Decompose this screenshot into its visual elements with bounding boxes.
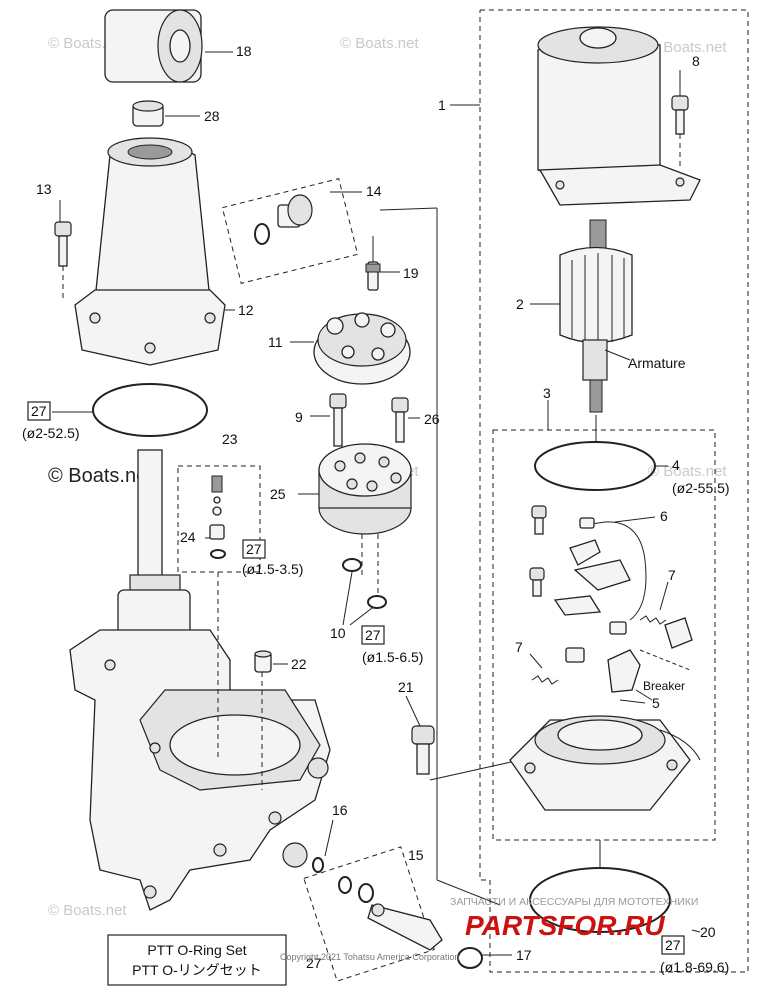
callout-14: 14 xyxy=(366,183,382,199)
ref-27-c: 27 xyxy=(365,627,381,643)
legend-line1: PTT O-Ring Set xyxy=(147,942,246,958)
callout-6: 6 xyxy=(660,508,668,524)
brush-plates xyxy=(553,539,631,616)
part-11-manifold xyxy=(313,312,411,385)
callout-2: 2 xyxy=(516,296,524,312)
part-25-pump-body xyxy=(318,443,412,535)
assembly-3-outline xyxy=(492,429,716,841)
size-6-5: (ø1.5-6.5) xyxy=(362,649,423,665)
screws-brush xyxy=(529,505,547,597)
legend-o-ring-set: PTT O-Ring Set PTT O-リングセット xyxy=(107,934,287,986)
callout-27: 27 xyxy=(306,955,322,971)
watermark-3: © Boats.net xyxy=(648,39,727,56)
ref-27-b: 27 xyxy=(246,541,262,557)
ref-27-d: 27 xyxy=(665,937,681,953)
ptt-housing xyxy=(69,629,331,911)
part-18-cap xyxy=(104,9,203,83)
callout-16: 16 xyxy=(332,802,348,818)
callout-5: 5 xyxy=(652,695,660,711)
part-14-valve xyxy=(254,194,313,245)
part-21-screw xyxy=(411,725,435,775)
callout-23: 23 xyxy=(222,431,238,447)
part-13-screw xyxy=(54,221,72,267)
callout-20: 20 xyxy=(700,924,716,940)
part-19-pin xyxy=(365,261,381,291)
ring-refs: 27 (ø2-52.5) 27 (ø1.5-3.5) 27 (ø1.5-6.5)… xyxy=(22,401,730,975)
motor-housing xyxy=(537,26,701,206)
o-ring-52-5 xyxy=(92,383,208,437)
size-55-5: (ø2-55.5) xyxy=(672,480,730,496)
part-7-springs xyxy=(531,615,667,685)
callout-25: 25 xyxy=(270,486,286,502)
callout-12: 12 xyxy=(238,302,254,318)
callout-19: 19 xyxy=(403,265,419,281)
watermark-large: © Boats.net xyxy=(48,465,153,487)
shop-logo: PARTSFOR.RU xyxy=(465,910,665,941)
callout-26: 26 xyxy=(424,411,440,427)
callout-4: 4 xyxy=(672,457,680,473)
callout-9: 9 xyxy=(295,409,303,425)
size-69-6: (ø1.8-69.6) xyxy=(660,959,729,975)
part-15-manual-valve xyxy=(338,876,443,951)
part-2-armature xyxy=(559,219,633,413)
label-breaker: Breaker xyxy=(643,679,685,693)
callout-24: 24 xyxy=(180,529,196,545)
part-22-plug xyxy=(254,650,272,673)
callout-22: 22 xyxy=(291,656,307,672)
part-12-reservoir-cover xyxy=(74,137,226,366)
o-ring-55-5 xyxy=(534,441,656,491)
part-9-screw xyxy=(329,393,347,447)
label-armature: Armature xyxy=(628,355,686,371)
callout-7-lower: 7 xyxy=(515,639,523,655)
part-8-screw xyxy=(671,95,689,135)
part-23-valve-set xyxy=(209,475,226,559)
callout-18: 18 xyxy=(236,43,252,59)
ref-27-a: 27 xyxy=(31,403,47,419)
shop-badge: ЗАПЧАСТИ И АКСЕССУАРЫ ДЛЯ МОТОТЕХНИКИ PA… xyxy=(450,896,698,941)
callout-21: 21 xyxy=(398,679,414,695)
breaker-parts xyxy=(607,617,693,693)
size-52-5: (ø2-52.5) xyxy=(22,425,80,441)
callout-17: 17 xyxy=(516,947,532,963)
part-17-clip xyxy=(457,947,483,969)
callout-1: 1 xyxy=(438,97,446,113)
copyright: Copyright 2021 Tohatsu America Corporati… xyxy=(280,952,459,962)
part-15-box xyxy=(303,846,435,982)
callout-8: 8 xyxy=(692,53,700,69)
part-14-box xyxy=(221,178,359,284)
callout-28: 28 xyxy=(204,108,220,124)
watermark-6: © Boats.net xyxy=(48,902,127,919)
watermark-5: © Boats.net xyxy=(648,463,727,480)
size-3-5: (ø1.5-3.5) xyxy=(242,561,303,577)
part-23-box xyxy=(177,465,261,573)
callout-7-upper: 7 xyxy=(668,567,676,583)
part-10-orings xyxy=(342,558,387,609)
part-6-lead xyxy=(579,517,647,621)
callout-15: 15 xyxy=(408,847,424,863)
callout-10: 10 xyxy=(330,625,346,641)
legend-line2: PTT O-リングセット xyxy=(132,962,262,978)
part-26-screw xyxy=(391,397,409,443)
callout-13: 13 xyxy=(36,181,52,197)
callouts: 18 28 13 14 12 1 8 19 2 11 Armature 3 9 … xyxy=(36,43,716,971)
callout-11: 11 xyxy=(268,334,283,350)
part-5-end-cap xyxy=(509,715,701,811)
callout-3: 3 xyxy=(543,385,551,401)
shop-tagline: ЗАПЧАСТИ И АКСЕССУАРЫ ДЛЯ МОТОТЕХНИКИ xyxy=(450,896,698,908)
part-28-nut xyxy=(132,100,164,127)
watermark-2: © Boats.net xyxy=(340,35,419,52)
part-16-ring xyxy=(312,857,324,873)
assembly-1-outline xyxy=(479,9,749,973)
